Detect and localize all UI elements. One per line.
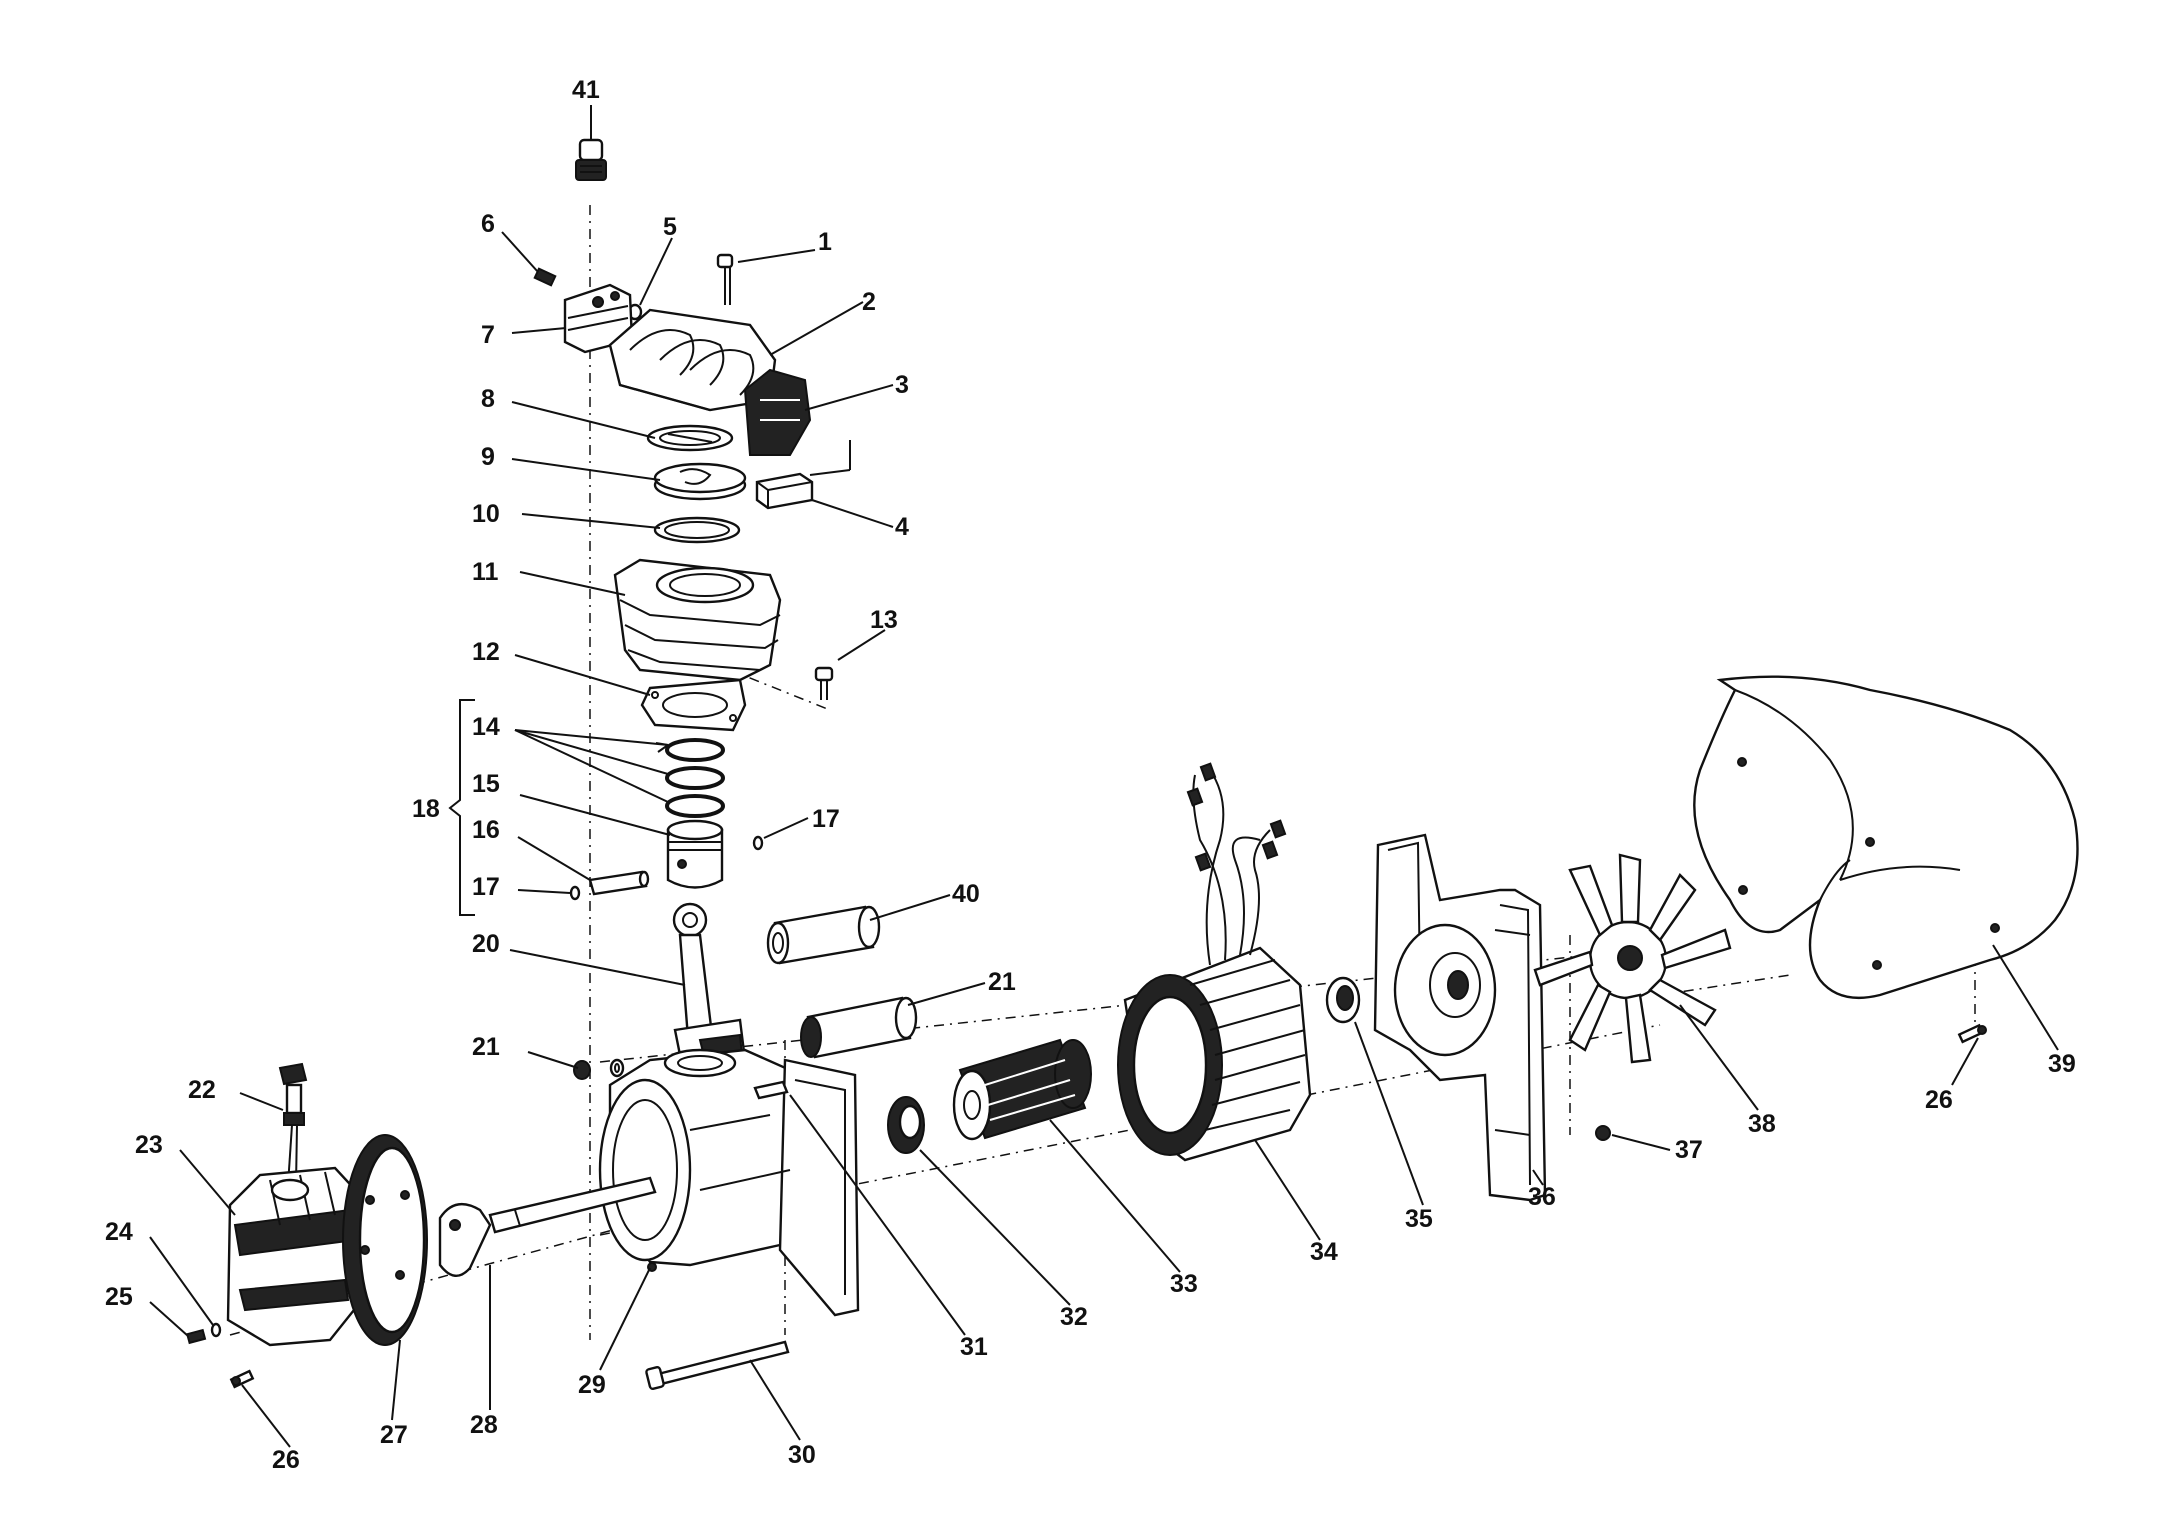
group-18-bracket [448,699,475,916]
label-5: 5 [663,213,677,241]
label-6: 6 [481,210,495,238]
label-12: 12 [472,638,500,666]
label-33: 33 [1170,1270,1198,1298]
part-9-valve-plate [653,462,747,501]
part-10-gasket [653,516,741,544]
part-30-long-bolt [645,1340,790,1390]
label-18: 18 [412,795,440,823]
part-7-valve-block [563,283,634,354]
label-2: 2 [862,288,876,316]
part-15-piston [666,819,724,889]
label-41: 41 [572,76,600,104]
label-38: 38 [1748,1110,1776,1138]
part-6-screw [533,267,557,287]
part-13-bolt [814,666,834,700]
label-35: 35 [1405,1205,1433,1233]
label-24: 24 [105,1218,133,1246]
part-28-crankshaft [438,1176,657,1277]
label-1: 1 [818,228,832,256]
part-21-bushing-right [800,996,918,1059]
label-26-left: 26 [272,1446,300,1474]
part-14-piston-rings [665,738,725,818]
part-34-stator [1117,762,1312,1162]
part-17-clip-lower [569,885,581,901]
label-28: 28 [470,1411,498,1439]
label-36: 36 [1528,1183,1556,1211]
label-30: 30 [788,1441,816,1469]
part-11-cylinder [613,558,782,682]
part-36-end-bracket [1373,833,1547,1202]
part-27-gasket [342,1134,428,1346]
label-26-right: 26 [1925,1086,1953,1114]
label-11: 11 [472,558,499,586]
label-13: 13 [870,606,898,634]
label-16: 16 [472,816,500,844]
label-7: 7 [481,321,495,349]
label-22: 22 [188,1076,216,1104]
part-37-nut [1595,1125,1611,1141]
part-26-screw-left [229,1369,255,1389]
part-31-key [753,1080,789,1100]
part-23-cover [226,1166,364,1347]
part-35-bearing [1325,976,1361,1024]
part-3-air-filter [743,368,812,456]
part-1-bolt [716,253,734,305]
part-25-screw [186,1328,207,1345]
part-29-crankcase [598,1048,860,1317]
label-10: 10 [472,500,500,528]
label-32: 32 [1060,1303,1088,1331]
part-41-fitting [575,138,607,181]
part-39-shroud [1693,675,2079,999]
label-29: 29 [578,1371,606,1399]
label-4: 4 [895,513,909,541]
part-38-fan [1533,853,1732,1064]
label-23: 23 [135,1131,163,1159]
part-21-bushing-left [573,1058,625,1080]
part-2-cylinder-head [608,308,777,412]
part-8-gasket [646,424,734,452]
label-17-lower: 17 [472,873,500,901]
label-25: 25 [105,1283,133,1311]
label-39: 39 [2048,1050,2076,1078]
label-21-right: 21 [988,968,1016,996]
label-37: 37 [1675,1136,1703,1164]
part-16-wrist-pin [588,870,650,896]
label-31: 31 [960,1333,988,1361]
callout-labels: 41 6 5 1 2 7 3 8 9 4 10 11 13 12 14 15 1… [105,76,2076,1474]
part-12-gasket [640,678,747,732]
label-9: 9 [481,443,495,471]
label-21-left: 21 [472,1033,500,1061]
part-17-clip-upper [752,835,764,851]
label-15: 15 [472,770,500,798]
part-26-screw-right [1957,1023,1987,1044]
part-4-filter-element [755,472,814,510]
part-24-washer [210,1322,222,1338]
part-32-bearing [887,1096,925,1154]
label-27: 27 [380,1421,408,1449]
part-40-sleeve [766,905,881,965]
leader-lines [149,105,2059,1448]
label-20: 20 [472,930,500,958]
label-8: 8 [481,385,495,413]
label-40: 40 [952,880,980,908]
part-22-valve [278,1062,308,1186]
label-34: 34 [1310,1238,1338,1266]
label-17-upper: 17 [812,805,840,833]
label-14: 14 [472,713,500,741]
label-3: 3 [895,371,909,399]
part-33-rotor [952,1038,1092,1141]
